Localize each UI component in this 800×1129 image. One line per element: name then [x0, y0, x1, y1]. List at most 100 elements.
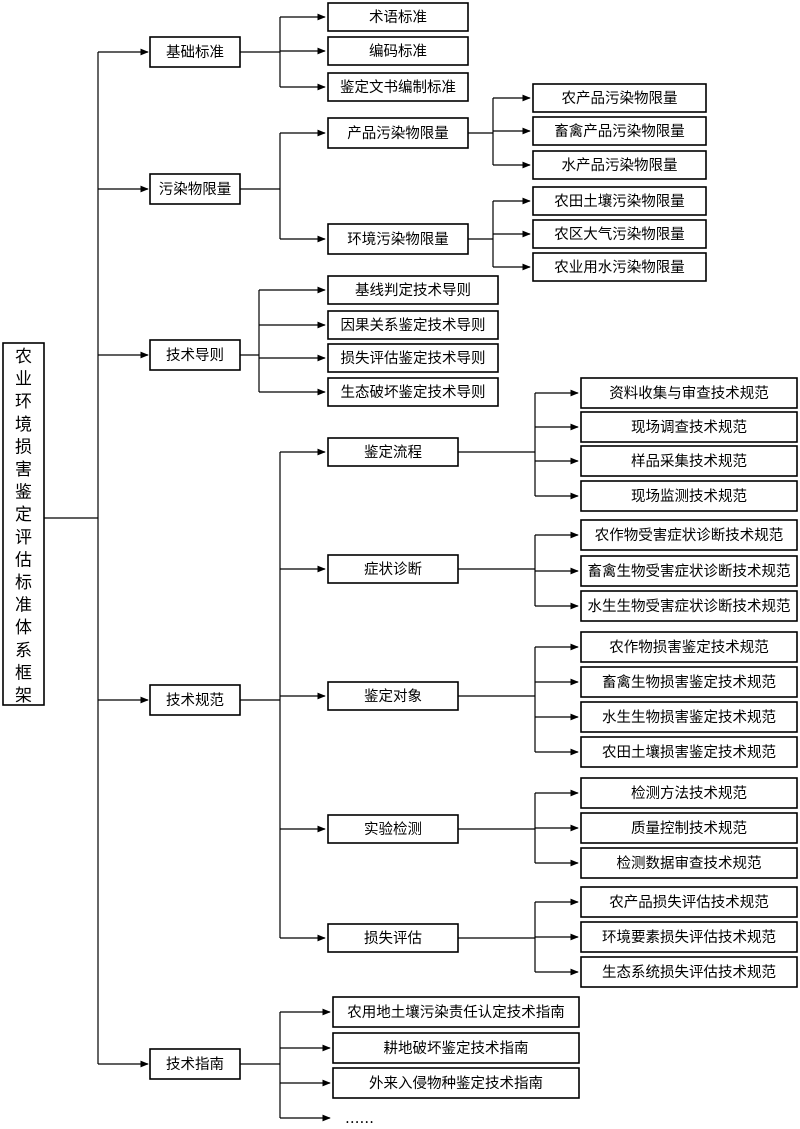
leaf-label: 农业用水污染物限量 — [554, 259, 685, 276]
root-title-char: 系 — [15, 641, 32, 661]
leaf-label: 水生生物损害鉴定技术规范 — [602, 709, 776, 726]
branch-label: 污染物限量 — [159, 181, 232, 198]
branch-technical-specifications: 技术规范 — [149, 684, 241, 716]
root-title-char: 评 — [15, 528, 32, 548]
leaf-label: 现场调查技术规范 — [631, 419, 747, 436]
node-label: 实验检测 — [364, 821, 422, 838]
leaf-aquatic-product-pollutant: 水产品污染物限量 — [532, 150, 707, 180]
branch-pollutant-limits: 污染物限量 — [149, 173, 241, 205]
node-label: 产品污染物限量 — [347, 125, 449, 142]
leaf-label: 基线判定技术导则 — [355, 282, 471, 299]
leaf-agri-product-pollutant: 农产品污染物限量 — [532, 83, 707, 113]
leaf-agri-product-loss-spec: 农产品损失评估技术规范 — [580, 886, 798, 918]
leaf-aquatic-symptom-spec: 水生生物受害症状诊断技术规范 — [580, 590, 798, 622]
leaf-label: 环境要素损失评估技术规范 — [602, 928, 776, 946]
leaf-label: 畜禽生物损害鉴定技术规范 — [602, 674, 776, 691]
leaf-terminology-standard: 术语标准 — [327, 2, 469, 32]
leaf-label: 农田土壤污染物限量 — [554, 192, 685, 210]
leaf-data-collection-spec: 资料收集与审查技术规范 — [580, 377, 798, 409]
leaf-environment-loss-spec: 环境要素损失评估技术规范 — [580, 921, 798, 953]
leaf-loss-assessment-guideline: 损失评估鉴定技术导则 — [327, 343, 499, 373]
leaf-data-review-spec: 检测数据审查技术规范 — [580, 847, 798, 879]
leaf-aquatic-damage-spec: 水生生物损害鉴定技术规范 — [580, 701, 798, 733]
branch-label: 技术指南 — [166, 1056, 224, 1073]
leaf-label: 检测数据审查技术规范 — [617, 855, 762, 872]
leaf-label: 鉴定文书编制标准 — [340, 79, 456, 96]
node-product-pollutant-limits: 产品污染物限量 — [327, 117, 469, 149]
branch-label: 基础标准 — [166, 44, 224, 61]
leaf-label: 农田土壤损害鉴定技术规范 — [602, 743, 776, 761]
leaf-label: 农产品损失评估技术规范 — [609, 894, 769, 911]
leaf-label: 资料收集与审查技术规范 — [609, 385, 769, 402]
branch-label: 技术规范 — [166, 692, 224, 709]
leaf-label: 畜禽生物受害症状诊断技术规范 — [588, 563, 791, 580]
node-label: 环境污染物限量 — [347, 230, 449, 248]
leaf-label: 农区大气污染物限量 — [554, 226, 685, 243]
leaf-crop-damage-spec: 农作物损害鉴定技术规范 — [580, 631, 798, 663]
node-loss-assessment: 损失评估 — [327, 923, 459, 953]
leaf-document-standard: 鉴定文书编制标准 — [327, 72, 469, 102]
leaf-label: 因果关系鉴定技术导则 — [341, 317, 486, 334]
root-title-char: 架 — [15, 686, 32, 706]
leaf-label: 农作物受害症状诊断技术规范 — [595, 527, 784, 544]
leaf-causality-guideline: 因果关系鉴定技术导则 — [327, 310, 499, 340]
leaf-livestock-symptom-spec: 畜禽生物受害症状诊断技术规范 — [580, 555, 798, 587]
node-identification-process: 鉴定流程 — [327, 437, 459, 467]
leaf-label: 生态破坏鉴定技术导则 — [341, 384, 486, 401]
branch-technical-guides: 技术指南 — [149, 1048, 241, 1080]
leaf-label: 外来入侵物种鉴定技术指南 — [369, 1075, 543, 1092]
root-title: 农业环境损害鉴定评估标准体系框架 — [15, 347, 32, 706]
node-identification-object: 鉴定对象 — [327, 681, 459, 711]
node-symptom-diagnosis: 症状诊断 — [327, 554, 459, 584]
root-title-char: 定 — [15, 505, 32, 525]
leaf-ecosystem-loss-spec: 生态系统损失评估技术规范 — [580, 956, 798, 988]
leaf-farmland-soil-pollutant: 农田土壤污染物限量 — [532, 186, 707, 216]
leaf-livestock-damage-spec: 畜禽生物损害鉴定技术规范 — [580, 666, 798, 698]
leaf-crop-symptom-spec: 农作物受害症状诊断技术规范 — [580, 519, 798, 551]
root-title-char: 估 — [15, 550, 32, 570]
leaf-site-monitoring-spec: 现场监测技术规范 — [580, 480, 798, 512]
branch-technical-guidelines: 技术导则 — [149, 339, 241, 371]
node-environment-pollutant-limits: 环境污染物限量 — [327, 223, 469, 255]
leaf-label: 农产品污染物限量 — [562, 90, 678, 107]
root-title-char: 准 — [15, 596, 32, 616]
leaf-label: 耕地破坏鉴定技术指南 — [384, 1039, 529, 1057]
root-title-char: 境 — [15, 415, 32, 435]
leaf-label: 术语标准 — [369, 9, 427, 26]
leaf-rural-air-pollutant: 农区大气污染物限量 — [532, 219, 707, 249]
leaf-label: 农作物损害鉴定技术规范 — [609, 639, 769, 656]
root-title-char: 业 — [15, 370, 32, 390]
root-title-char: 害 — [15, 460, 32, 480]
branch-basic-standards: 基础标准 — [149, 36, 241, 68]
leaf-label: 农用地土壤污染责任认定技术指南 — [347, 1003, 565, 1021]
leaf-invasive-species-guide: 外来入侵物种鉴定技术指南 — [332, 1067, 580, 1099]
leaf-label: 水生生物受害症状诊断技术规范 — [588, 598, 791, 615]
root-title-char: 标 — [15, 573, 32, 593]
leaf-coding-standard: 编码标准 — [327, 36, 469, 66]
leaf-label: 水产品污染物限量 — [562, 157, 678, 174]
leaf-livestock-product-pollutant: 畜禽产品污染物限量 — [532, 116, 707, 146]
node-label: 损失评估 — [364, 930, 422, 947]
leaf-site-survey-spec: 现场调查技术规范 — [580, 411, 798, 443]
leaf-test-method-spec: 检测方法技术规范 — [580, 777, 798, 809]
root-node: 农业环境损害鉴定评估标准体系框架 — [2, 342, 45, 706]
root-title-char: 农 — [15, 347, 32, 367]
root-title-char: 体 — [15, 618, 32, 638]
leaf-agri-water-pollutant: 农业用水污染物限量 — [532, 252, 707, 282]
leaf-quality-control-spec: 质量控制技术规范 — [580, 812, 798, 844]
root-title-char: 损 — [15, 437, 32, 457]
leaf-ecological-damage-guideline: 生态破坏鉴定技术导则 — [327, 377, 499, 407]
leaf-farmland-damage-spec: 农田土壤损害鉴定技术规范 — [580, 736, 798, 768]
root-title-char: 鉴 — [15, 483, 32, 503]
node-lab-testing: 实验检测 — [327, 814, 459, 844]
node-label: 鉴定流程 — [364, 444, 422, 461]
leaf-farmland-destruction-guide: 耕地破坏鉴定技术指南 — [332, 1032, 580, 1064]
leaf-label: 畜禽产品污染物限量 — [554, 123, 685, 140]
root-title-char: 框 — [15, 663, 32, 683]
node-label: 鉴定对象 — [364, 688, 422, 705]
branch-label: 技术导则 — [166, 347, 224, 364]
root-title-char: 环 — [15, 392, 32, 412]
leaf-label: 现场监测技术规范 — [631, 488, 747, 505]
leaf-label: 损失评估鉴定技术导则 — [341, 350, 486, 367]
